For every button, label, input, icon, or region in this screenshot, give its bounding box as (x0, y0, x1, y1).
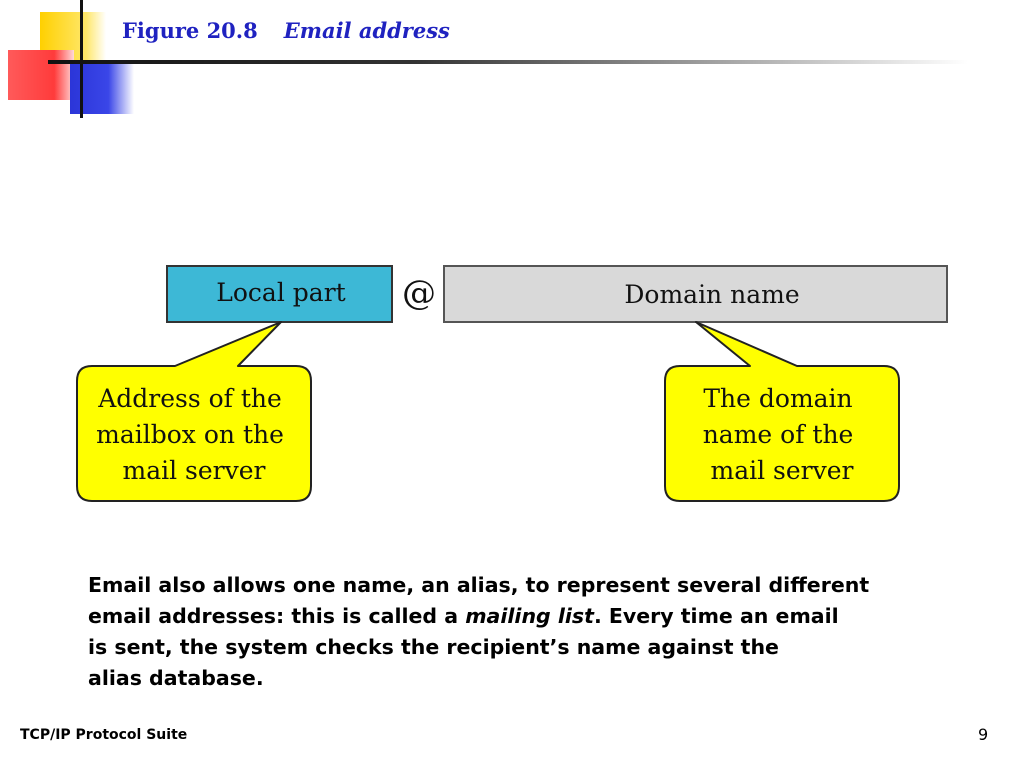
local-part-label: Local part (216, 278, 345, 307)
callout-left (76, 321, 312, 502)
footer-course-title: TCP/IP Protocol Suite (20, 727, 188, 743)
body-line-1: Email also allows one name, an alias, to… (88, 573, 870, 597)
callout-left-line: mail server (123, 456, 266, 485)
body-line-3: is sent, the system checks the recipient… (88, 635, 779, 659)
domain-name-label: Domain name (624, 280, 799, 309)
slide-title: Figure 20.8 Email address (122, 18, 450, 43)
callout-left-line: Address of the (97, 384, 282, 413)
decor-red-square (8, 50, 74, 100)
callout-right-line: name of the (703, 420, 854, 449)
decor-vertical-line (80, 0, 83, 118)
at-symbol: @ (402, 273, 436, 313)
callout-right-line: mail server (711, 456, 854, 485)
body-line-2-prefix: email addresses: this is called a (88, 604, 466, 628)
local-part-box (166, 265, 393, 323)
figure-number: Figure 20.8 (122, 18, 258, 43)
callout-right-line: The domain (703, 384, 852, 413)
title-underline (48, 60, 968, 64)
callout-left-text: Address of the mailbox on the mail serve… (96, 384, 292, 485)
figure-title: Email address (283, 18, 450, 43)
page-number: 9 (978, 725, 989, 744)
mailing-list-term: mailing list (465, 604, 594, 628)
body-paragraph: Email also allows one name, an alias, to… (88, 570, 968, 694)
body-line-2-suffix: . Every time an email (593, 604, 839, 628)
callout-right (664, 321, 900, 502)
callout-right-text: The domain name of the mail server (703, 384, 862, 485)
body-line-4: alias database. (88, 666, 264, 690)
callout-left-line: mailbox on the (96, 420, 284, 449)
